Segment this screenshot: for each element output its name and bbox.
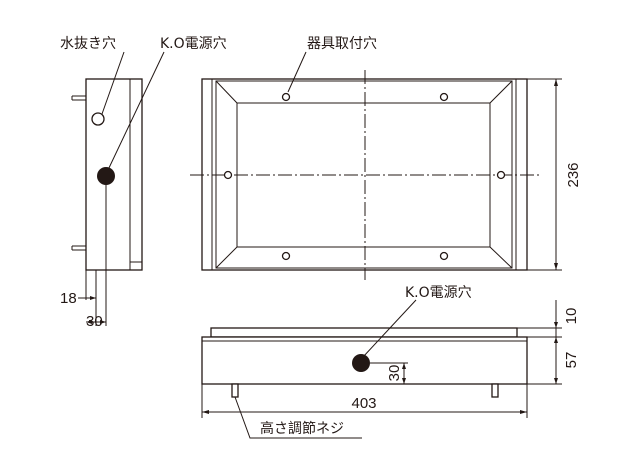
height-adjust-screw-label: 高さ調節ネジ [260,420,344,437]
dim-18: 18 [60,290,77,307]
bottom-top-flange [210,327,518,338]
mounting-hole-label: 器具取付穴 [307,36,377,52]
mounting-hole [281,92,291,102]
drain-hole-circle [91,112,105,126]
dim-236: 236 [565,162,582,187]
drain-hole-leader [101,51,125,115]
ko-power-hole-label-bottom: K.O電源穴 [405,285,472,301]
mounting-hole [281,251,291,261]
ko-power-hole-bottom [352,354,370,372]
screw-leader [234,396,362,439]
height-adjust-screw-left [231,383,239,398]
mounting-hole [223,170,233,180]
side-view [71,51,165,326]
front-view [190,51,562,280]
dim-30-bottom: 30 [386,365,403,382]
mounting-hole-leader [287,51,307,93]
drain-hole-label: 水抜き穴 [60,36,116,52]
dim-403: 403 [351,395,376,412]
dim-30-side: 30 [86,313,103,330]
dim-57: 57 [563,352,580,369]
ko-bottom-leader [362,299,417,358]
bottom-body [201,336,528,385]
ko-power-hole-label-top: K.O電源穴 [160,36,227,52]
mounting-hole [439,92,449,102]
ko-hole-leader [107,51,165,171]
mounting-hole [496,170,506,180]
bottom-view [201,299,562,439]
ko-power-hole-side [97,167,115,185]
height-adjust-screw-right [491,383,499,398]
mounting-hole [439,251,449,261]
dim-10: 10 [563,308,580,325]
